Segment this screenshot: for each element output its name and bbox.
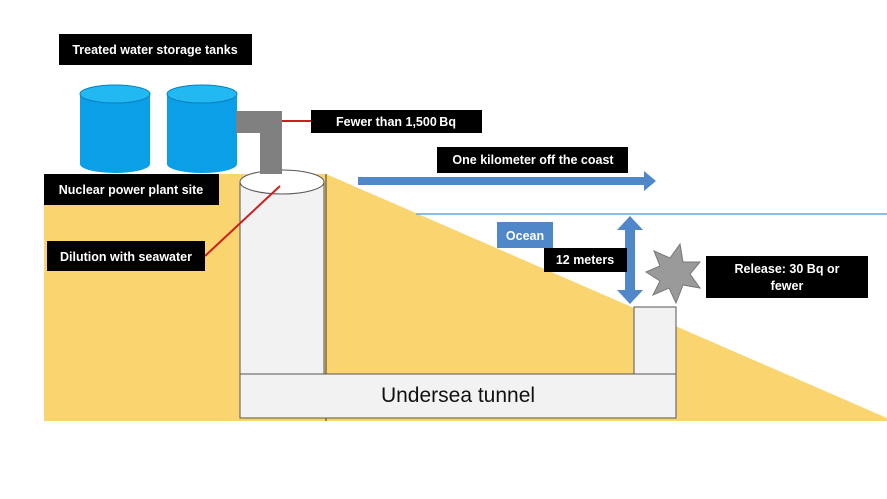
svg-text:12 meters: 12 meters [556, 253, 614, 267]
storage-tank-right [166, 84, 238, 173]
distance-label: One kilometer off the coast [437, 147, 628, 173]
release-label: Release: 30 Bq or fewer [706, 256, 868, 298]
tunnel-label: Undersea tunnel [381, 384, 535, 407]
storage-tank-left [79, 84, 151, 173]
svg-text:fewer: fewer [771, 279, 804, 293]
svg-text:Release: 30 Bq or: Release: 30 Bq or [735, 262, 840, 276]
svg-text:One kilometer off the coast: One kilometer off the coast [452, 153, 614, 167]
dilution-leader-line [204, 185, 281, 257]
svg-text:Fewer than 1,500 Bq: Fewer than 1,500 Bq [336, 115, 456, 129]
release-burst-icon [644, 242, 702, 305]
outlet-shaft [633, 306, 677, 378]
dilution-shaft [239, 169, 325, 375]
depth-arrow [617, 216, 643, 304]
svg-text:Nuclear power plant site: Nuclear power plant site [59, 183, 204, 197]
dilution-label: Dilution with seawater [47, 241, 205, 271]
svg-text:Dilution with seawater: Dilution with seawater [60, 250, 192, 264]
tanks-label: Treated water storage tanks [59, 34, 252, 65]
distance-arrow [358, 171, 656, 191]
undersea-tunnel [239, 373, 677, 419]
depth-label: 12 meters [544, 248, 627, 272]
pipe-concentration-label: Fewer than 1,500 Bq [311, 110, 482, 133]
svg-text:Ocean: Ocean [506, 229, 544, 243]
site-label: Nuclear power plant site [44, 174, 219, 205]
transfer-pipe [236, 111, 282, 174]
ocean-label: Ocean [497, 222, 553, 248]
svg-text:Treated water storage tanks: Treated water storage tanks [72, 43, 237, 57]
